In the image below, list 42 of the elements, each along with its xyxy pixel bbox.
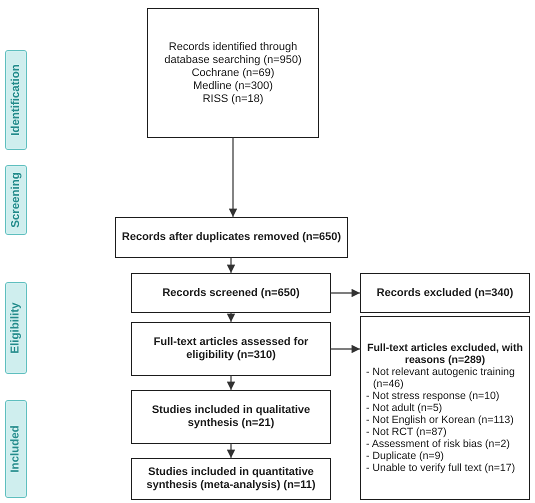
source-count: RISS (n=18) <box>202 92 264 106</box>
stage-band <box>5 400 27 498</box>
process-box <box>131 458 331 500</box>
stage-label: Eligibility <box>10 302 22 354</box>
stage-band <box>5 165 27 235</box>
process-box <box>131 390 331 444</box>
box-heading: Studies included in quantitative synthesis (meta-analysis) (n=11) <box>145 466 317 492</box>
stage-label: Screening <box>10 172 22 228</box>
box-heading: Full-text articles excluded, with reasons (n=289) <box>366 342 524 366</box>
reason-item: - Unable to verify full text (n=17) <box>366 462 516 474</box>
stage-band <box>5 50 27 150</box>
arrow <box>226 258 236 273</box>
arrow <box>226 313 236 322</box>
reason-item: - Not RCT (n=87) <box>366 426 448 438</box>
reason-item: - Not stress response (n=10) <box>366 390 500 402</box>
arrow <box>226 444 236 458</box>
reason-item: - Assessment of risk bias (n=2) <box>366 438 511 450</box>
process-box <box>360 316 530 500</box>
arrow <box>226 376 236 390</box>
reason-item: - Not English or Korean (n=113) <box>366 414 515 426</box>
process-box <box>131 273 331 313</box>
arrow <box>331 288 360 298</box>
stage-label: Identification <box>10 64 22 136</box>
box-heading: Records after duplicates removed (n=650) <box>121 231 342 244</box>
box-heading: Records screened (n=650) <box>161 286 301 300</box>
box-heading: Studies included in qualitative synthesis (n=21) <box>150 404 312 430</box>
source-count: Cochrane (n=69) <box>190 66 276 80</box>
process-box <box>115 217 348 258</box>
reason-item: - Not adult (n=5) <box>366 402 444 414</box>
process-box <box>147 8 319 138</box>
box-heading: Records excluded (n=340) <box>376 286 514 300</box>
reason-item: - Duplicate (n=9) <box>366 450 445 462</box>
box-heading: Full-text articles assessed for eligibility (n=310) <box>152 336 310 362</box>
process-box <box>131 322 331 376</box>
arrow <box>228 138 238 217</box>
reason-item: - Not relevant autogenic training (n=46) <box>366 366 516 390</box>
box-heading: Records identified through database searching (n=950) <box>163 40 303 66</box>
process-box <box>360 273 530 313</box>
stage-band <box>5 282 27 374</box>
stage-label: Included <box>10 425 22 473</box>
source-count: Medline (n=300) <box>192 80 274 92</box>
arrow <box>331 344 360 354</box>
